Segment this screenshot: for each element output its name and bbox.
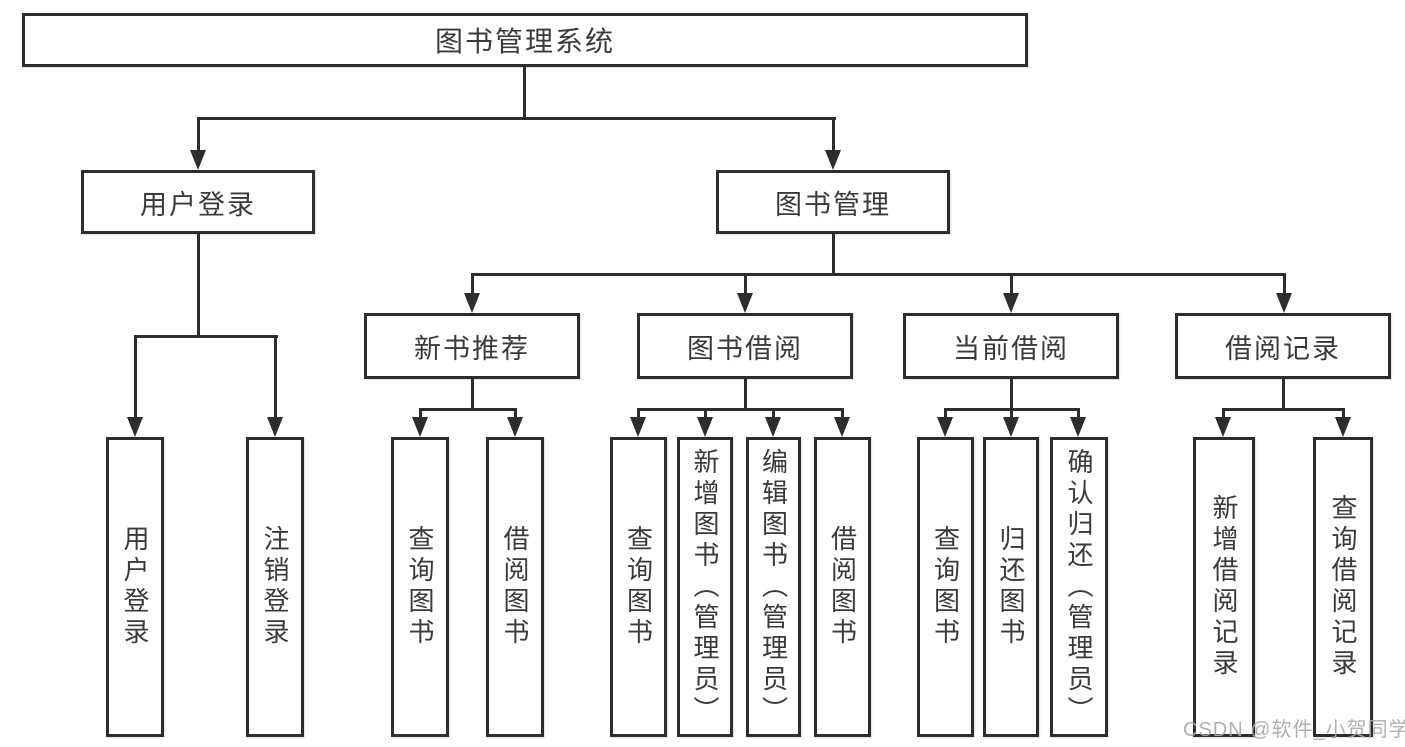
connector-stem [636,408,640,419]
node-leaf-return-books: 归还图书 [983,437,1039,737]
connector-stem-borrow-records [1282,273,1286,295]
connector-stem [513,408,517,419]
node-leaf-borrow-books: 借阅图书 [814,437,871,737]
arrowhead-icon [825,150,841,170]
arrowhead-icon [697,417,713,437]
node-leaf-query-books-recommend: 查询图书 [391,437,449,737]
node-user-login: 用户登录 [81,170,315,234]
node-leaf-edit-books-admin: 编辑图书（管理员） [746,437,801,737]
arrowhead-icon [737,293,753,313]
node-label: 查询图书 [930,525,961,649]
connector-stem [840,408,844,419]
connector-borrowrecords-vline [1281,379,1285,411]
connector-stem [1076,408,1080,419]
connector-stem [703,408,707,419]
node-label: 注销登录 [260,525,290,649]
connector-stem-login-leaf [133,335,137,419]
node-label: 借阅图书 [500,525,530,649]
connector-stem [1341,408,1345,419]
arrowhead-icon [1003,293,1019,313]
node-book-borrow: 图书借阅 [637,313,853,379]
connector-newbook-hline [418,408,517,411]
node-current-borrow: 当前借阅 [903,313,1119,379]
connector-stem-current-borrow [1009,273,1013,295]
arrowhead-icon [937,417,953,437]
node-label: 查询借阅记录 [1328,494,1358,680]
arrowhead-icon [464,293,480,313]
connector-userlogin-vline [196,234,200,338]
connector-stem [1221,408,1225,419]
arrowhead-icon [1335,417,1351,437]
node-book-management: 图书管理 [716,170,950,234]
node-leaf-logout: 注销登录 [246,437,304,737]
node-label: 新增图书（管理员） [690,447,720,727]
arrowhead-icon [765,417,781,437]
node-label: 归还图书 [996,525,1026,649]
node-leaf-query-books-current: 查询图书 [917,437,974,737]
arrowhead-icon [127,417,143,437]
node-root: 图书管理系统 [22,13,1028,67]
node-leaf-borrow-books-recommend: 借阅图书 [486,437,544,737]
connector-newbook-vline [470,379,474,411]
connector-stem [771,408,775,419]
connector-currentborrow-vline [1009,379,1013,411]
connector-bookmgmt-vline [831,234,835,276]
connector-root-vline [522,66,526,120]
connector-stem-new-book [470,273,474,295]
node-leaf-user-login: 用户登录 [106,437,164,737]
arrowhead-icon [1276,293,1292,313]
node-leaf-add-borrow-record: 新增借阅记录 [1193,437,1255,737]
node-leaf-query-books-borrow: 查询图书 [610,437,667,737]
node-label: 查询图书 [405,525,435,649]
arrowhead-icon [630,417,646,437]
arrowhead-icon [1215,417,1231,437]
arrowhead-icon [412,417,428,437]
connector-bookborrow-hline [636,408,844,411]
arrowhead-icon [190,150,206,170]
connector-stem [418,408,422,419]
connector-userlogin-hline [133,335,278,338]
arrowhead-icon [1003,417,1019,437]
connector-stem-user-login [196,117,200,152]
arrowhead-icon [507,417,523,437]
node-borrow-records: 借阅记录 [1175,313,1391,379]
arrowhead-icon [1070,417,1086,437]
node-label: 编辑图书（管理员） [758,447,789,727]
node-leaf-add-books-admin: 新增图书（管理员） [677,437,733,737]
connector-stem-logout-leaf [273,335,277,419]
connector-stem [943,408,947,419]
node-label: 新增借阅记录 [1209,494,1239,680]
node-new-book-recommend: 新书推荐 [364,313,580,379]
node-leaf-query-borrow-record: 查询借阅记录 [1313,437,1373,737]
arrowhead-icon [267,417,283,437]
connector-root-hline [196,117,836,120]
connector-bookmgmt-hline [470,273,1286,276]
connector-borrowrecords-hline [1221,408,1345,411]
connector-stem-book-borrow [743,273,747,295]
arrowhead-icon [834,417,850,437]
node-label: 确认归还（管理员） [1064,447,1094,727]
connector-stem [1009,408,1013,419]
connector-stem-book-management [831,117,835,152]
node-label: 查询图书 [623,525,654,649]
connector-bookborrow-vline [743,379,747,411]
watermark: CSDN @软件_小贺同学 [1183,719,1405,741]
node-label: 用户登录 [120,525,150,649]
node-leaf-confirm-return-admin: 确认归还（管理员） [1050,437,1108,737]
node-label: 借阅图书 [827,525,858,649]
